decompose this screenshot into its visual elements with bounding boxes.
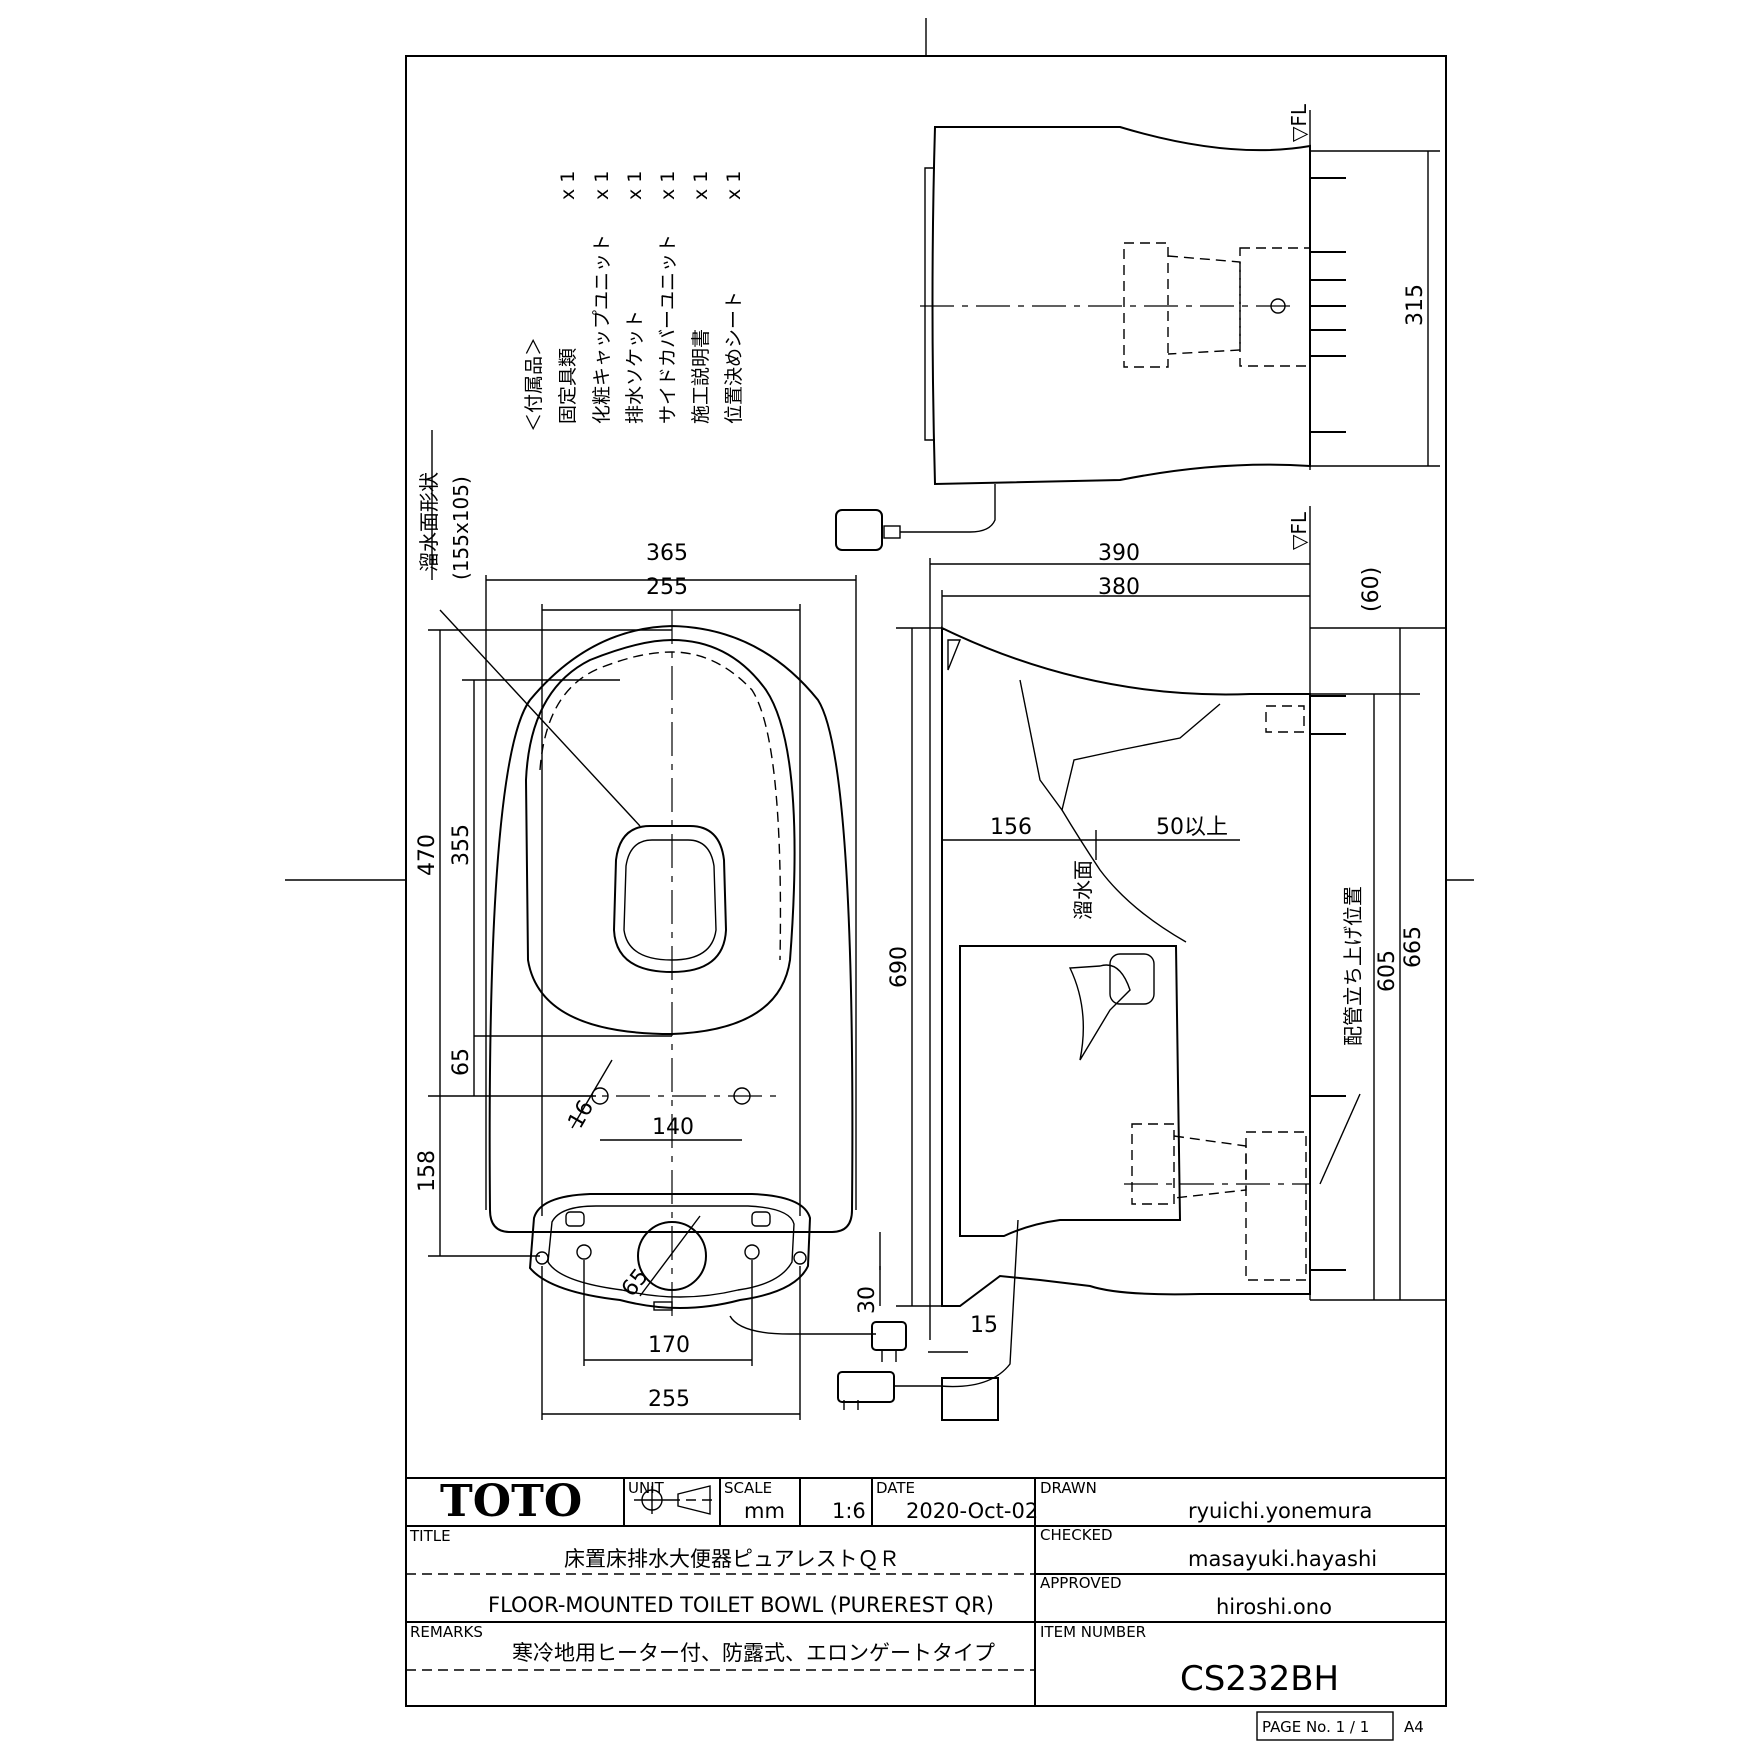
- dim-315: 315: [1403, 284, 1428, 326]
- dim-30: 30: [855, 1286, 880, 1314]
- date-label: DATE: [876, 1479, 915, 1497]
- dim-170: 170: [648, 1333, 690, 1358]
- approved-value: hiroshi.ono: [1216, 1595, 1332, 1619]
- date-value: 2020-Oct-02: [906, 1499, 1038, 1523]
- paper-size: A4: [1404, 1718, 1424, 1736]
- floor-level-label-top: ▽FL: [1287, 103, 1311, 142]
- water-surface-size-label: (155x105): [449, 476, 473, 580]
- pipe-rise-position-label: 配管立ち上げ位置: [1341, 886, 1365, 1046]
- scale-value: 1:6: [832, 1499, 866, 1523]
- checked-label: CHECKED: [1040, 1526, 1113, 1544]
- dim-255-top: 255: [646, 575, 688, 600]
- dim-355: 355: [449, 824, 474, 866]
- unit-value: mm: [744, 1499, 785, 1523]
- remarks-label: REMARKS: [410, 1623, 483, 1641]
- accessory-qty: x 1: [557, 171, 579, 200]
- unit-label: UNIT: [628, 1479, 665, 1497]
- dim-65-hole: 65: [617, 1264, 654, 1301]
- dim-140: 140: [652, 1115, 694, 1140]
- drawn-value: ryuichi.yonemura: [1188, 1499, 1372, 1523]
- dim-158: 158: [415, 1150, 440, 1192]
- dim-690: 690: [887, 946, 912, 988]
- accessory-item: 位置決めシート: [723, 291, 745, 424]
- dim-16: 16: [564, 1096, 600, 1133]
- accessory-qty: x 1: [657, 171, 679, 200]
- dim-665: 665: [1401, 926, 1426, 968]
- remarks-value: 寒冷地用ヒーター付、防露式、エロンゲートタイプ: [512, 1641, 995, 1665]
- dim-605: 605: [1375, 950, 1400, 992]
- title-en: FLOOR-MOUNTED TOILET BOWL (PUREREST QR): [488, 1593, 994, 1617]
- dim-60: (60): [1359, 567, 1384, 612]
- top-view-drawing: [835, 110, 1440, 551]
- drawn-label: DRAWN: [1040, 1479, 1097, 1497]
- scale-label: SCALE: [724, 1479, 772, 1497]
- title-label: TITLE: [409, 1527, 451, 1545]
- dim-156: 156: [990, 815, 1032, 840]
- water-surface-shape-label: 溜水面形状: [417, 472, 441, 572]
- accessory-item: サイドカバーユニット: [657, 234, 679, 424]
- dim-365: 365: [646, 541, 688, 566]
- accessories-list: ＜付属品＞ 固定具類 化粧キャップユニット 排水ソケット サイドカバーユニット …: [523, 171, 745, 432]
- accessory-item: 排水ソケット: [624, 310, 646, 424]
- accessory-item: 化粧キャップユニット: [591, 234, 613, 424]
- title-block: [406, 1477, 1446, 1741]
- dim-65-left: 65: [449, 1048, 474, 1076]
- water-surface-label: 溜水面: [1071, 860, 1095, 920]
- dim-470: 470: [415, 834, 440, 876]
- accessories-heading: ＜付属品＞: [523, 337, 545, 432]
- checked-value: masayuki.hayashi: [1188, 1547, 1377, 1571]
- accessory-item: 施工説明書: [690, 329, 712, 424]
- floor-level-label-mid: ▽FL: [1287, 511, 1311, 550]
- accessory-qty: x 1: [591, 171, 613, 200]
- accessory-item: 固定具類: [557, 348, 579, 424]
- accessory-qty: x 1: [690, 171, 712, 200]
- side-view-drawing: [879, 506, 1446, 1353]
- plan-view-drawing: [428, 430, 1019, 1421]
- dim-380: 380: [1098, 575, 1140, 600]
- toto-logo: TOTO: [440, 1476, 582, 1527]
- dim-390: 390: [1098, 541, 1140, 566]
- dim-50-min: 50以上: [1156, 815, 1228, 840]
- title-jp: 床置床排水大便器ピュアレストＱＲ: [564, 1547, 900, 1571]
- dim-255-bottom: 255: [648, 1387, 690, 1412]
- dim-15: 15: [970, 1313, 998, 1338]
- page-number: PAGE No. 1 / 1: [1262, 1718, 1369, 1736]
- item-number-label: ITEM NUMBER: [1040, 1623, 1146, 1641]
- item-number-value: CS232BH: [1180, 1659, 1339, 1699]
- accessory-qty: x 1: [624, 171, 646, 200]
- approved-label: APPROVED: [1040, 1574, 1122, 1592]
- accessory-qty: x 1: [723, 171, 745, 200]
